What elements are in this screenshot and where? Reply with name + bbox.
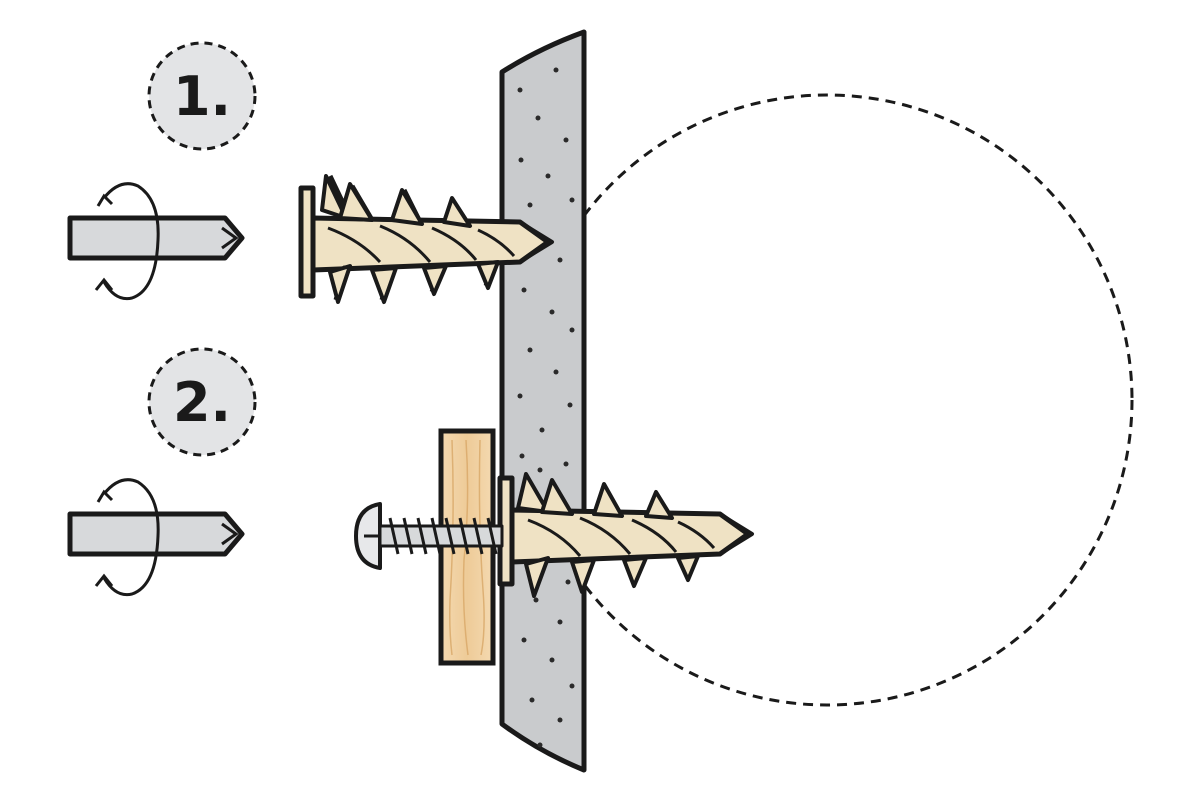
step-1-label: 1. <box>173 65 231 128</box>
screwdriver-bit-icon <box>67 215 245 261</box>
step-2-label: 2. <box>173 371 231 434</box>
wall-anchor-screw-icon <box>298 174 554 304</box>
wall-texture-dots <box>517 67 575 748</box>
rotation-arrow-icon <box>94 182 160 301</box>
step-2-badge: 2. <box>147 347 257 457</box>
screwdriver-bit-icon-2 <box>67 511 245 557</box>
step-1-badge: 1. <box>147 41 257 151</box>
wall-anchor-installed-icon <box>497 472 754 598</box>
rotation-arrow-icon-2 <box>94 478 160 597</box>
wall-section <box>499 29 587 773</box>
detail-circle <box>520 93 1134 707</box>
machine-screw-icon <box>354 502 504 570</box>
